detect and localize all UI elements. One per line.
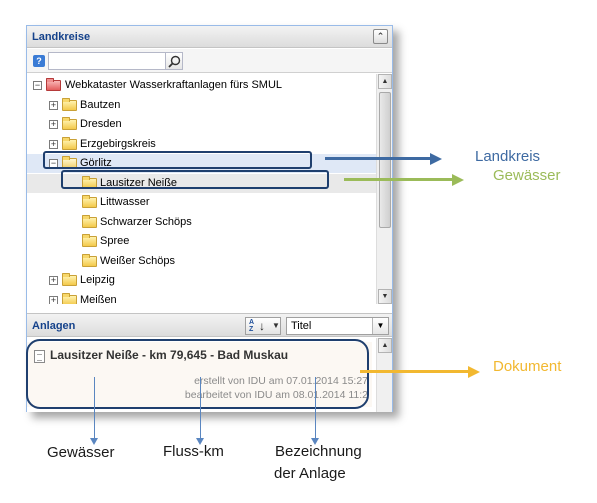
folder-icon xyxy=(82,195,97,208)
tree-item-label: Littwasser xyxy=(100,196,150,208)
fluss-km-caption: Fluss-km xyxy=(163,443,224,460)
search-input[interactable] xyxy=(48,52,179,70)
folder-icon xyxy=(62,97,77,111)
tree-root[interactable]: − Webkataster Wasserkraftanlagen fürs SM… xyxy=(27,76,377,95)
expand-toggle-icon[interactable]: + xyxy=(49,138,58,149)
folder-icon xyxy=(82,214,97,228)
gewaesser-caption-arrow xyxy=(90,377,98,445)
sort-field-value: Titel xyxy=(291,320,312,332)
tree-item-label: Meißen xyxy=(80,293,117,305)
panel-title: Landkreise xyxy=(32,31,91,43)
tree-item[interactable]: + Dresden xyxy=(27,115,377,134)
anlagen-scrollbar[interactable]: ▲ xyxy=(376,338,392,412)
tree-root-label: Webkataster Wasserkraftanlagen fürs SMUL xyxy=(65,79,283,91)
scroll-up-icon[interactable]: ▲ xyxy=(378,74,392,89)
tree-item-label: Görlitz xyxy=(80,157,112,169)
fluss-km-caption-arrow xyxy=(196,377,204,445)
folder-icon xyxy=(82,253,97,267)
dokument-arrow-head xyxy=(468,365,480,378)
tree-item-label: Bautzen xyxy=(80,98,121,111)
dokument-callout: Dokument xyxy=(493,358,562,375)
tree-item-label: Weißer Schöps xyxy=(100,254,175,267)
scroll-down-icon[interactable]: ▼ xyxy=(378,289,392,304)
gewaesser-arrow xyxy=(344,178,452,181)
tree-item[interactable]: Littwasser xyxy=(27,193,377,212)
landkreis-highlight xyxy=(43,151,312,169)
expand-toggle-icon[interactable]: + xyxy=(49,119,58,129)
expand-toggle-icon[interactable]: + xyxy=(49,99,58,110)
bezeichnung-caption-line1: Bezeichnung xyxy=(275,443,362,460)
document-edited: bearbeitet von IDU am 08.01.2014 11:2 xyxy=(184,389,368,401)
chevron-down-icon: ▼ xyxy=(272,321,280,330)
gewaesser-arrow-head xyxy=(452,173,464,186)
anlagen-list: Lausitzer Neiße - km 79,645 - Bad Muskau… xyxy=(27,338,392,412)
landkreise-panel: Landkreise ⌃ ? − Webkataster Wasserkraft… xyxy=(26,25,393,412)
folder-icon xyxy=(82,234,97,247)
collapse-toggle-icon[interactable]: − xyxy=(33,80,42,90)
folder-icon xyxy=(62,136,77,150)
search-toolbar: ? xyxy=(27,49,392,73)
sort-arrow-icon: ↓ xyxy=(259,319,265,333)
folder-icon xyxy=(62,117,77,130)
landkreis-arrow xyxy=(325,157,430,160)
tree-item-label: Erzgebirgskreis xyxy=(80,137,156,150)
tree-item[interactable]: Weißer Schöps xyxy=(27,252,377,271)
dokument-arrow xyxy=(360,370,468,373)
landkreis-callout: Landkreis xyxy=(475,148,541,165)
tree-item[interactable]: + Bautzen xyxy=(27,96,377,115)
tree-item[interactable]: + Meißen xyxy=(27,291,377,305)
gewaesser-caption: Gewässer xyxy=(47,444,115,461)
tree-item-label: Dresden xyxy=(80,118,122,130)
search-button[interactable] xyxy=(165,52,183,70)
tree-item[interactable]: + Leipzig xyxy=(27,271,377,290)
document-created: erstellt von IDU am 07.01.2014 15:27 xyxy=(194,375,368,387)
double-chevron-up-icon[interactable]: ⌃ xyxy=(373,29,388,44)
anlagen-title: Anlagen xyxy=(32,320,76,332)
panel-header: Landkreise ⌃ xyxy=(27,26,392,48)
document-title: Lausitzer Neiße - km 79,645 - Bad Muskau xyxy=(50,348,289,362)
tree-item[interactable]: + Erzgebirgskreis xyxy=(27,135,377,154)
tree-item-label: Leipzig xyxy=(80,274,115,286)
tree-item[interactable]: Schwarzer Schöps xyxy=(27,213,377,232)
dropdown-arrow-icon[interactable]: ▼ xyxy=(372,318,388,334)
scroll-thumb[interactable] xyxy=(379,92,391,228)
sort-field-select[interactable]: Titel ▼ xyxy=(286,317,389,335)
help-icon[interactable]: ? xyxy=(33,55,45,67)
bezeichnung-caption-line2: der Anlage xyxy=(274,465,346,482)
magnifier-icon xyxy=(168,55,181,68)
tree-item-label: Lausitzer Neiße xyxy=(100,176,178,189)
root-folder-icon xyxy=(46,78,61,91)
list-item[interactable]: Lausitzer Neiße - km 79,645 - Bad Muskau… xyxy=(27,342,372,407)
expand-toggle-icon[interactable]: + xyxy=(49,275,58,285)
bezeichnung-caption-arrow xyxy=(311,377,319,445)
scroll-up-icon[interactable]: ▲ xyxy=(378,338,392,353)
landkreis-arrow-head xyxy=(430,152,442,165)
folder-icon xyxy=(62,273,77,286)
dokument-highlight xyxy=(26,339,369,409)
tree-item-label: Schwarzer Schöps xyxy=(100,215,192,228)
tree-item[interactable]: Spree xyxy=(27,232,377,251)
tree-scrollbar[interactable]: ▲ ▼ xyxy=(376,74,392,304)
landkreise-tree: − Webkataster Wasserkraftanlagen fürs SM… xyxy=(27,74,377,304)
gewaesser-highlight xyxy=(61,170,329,189)
expand-toggle-icon[interactable]: + xyxy=(49,294,58,304)
gewaesser-callout: Gewässer xyxy=(493,167,561,184)
folder-icon xyxy=(62,292,77,304)
tree-item-label: Spree xyxy=(100,235,130,247)
